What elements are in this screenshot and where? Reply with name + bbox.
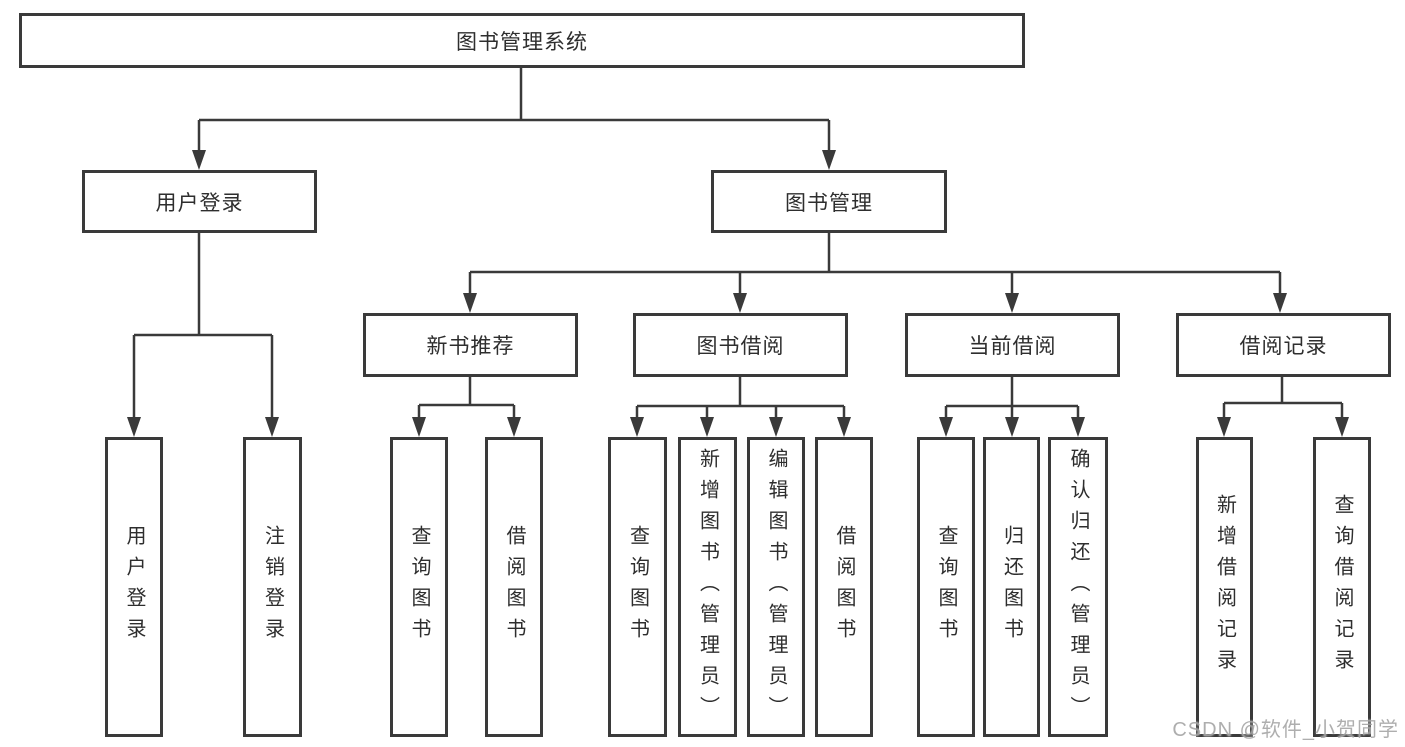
leaf-user-login: 用户登录 (105, 437, 163, 737)
node-user-login: 用户登录 (82, 170, 317, 233)
arrowheads-newbook-leaves (412, 417, 521, 437)
node-label: 图书管理 (785, 191, 873, 215)
leaf-label: 确认归还（管理员） (1067, 447, 1089, 727)
node-book-management: 图书管理 (711, 170, 947, 233)
leaf-add-borrow-record: 新增借阅记录 (1196, 437, 1253, 737)
connectors-userlogin-to-leaves (127, 233, 279, 437)
leaf-add-books-admin: 新增图书（管理员） (678, 437, 737, 737)
node-label: 当前借阅 (968, 335, 1057, 358)
arrowheads-bookborrow-leaves (630, 417, 851, 437)
leaf-query-books-newbook: 查询图书 (390, 437, 448, 737)
leaf-label: 查询图书 (935, 525, 957, 649)
node-label: 图书借阅 (696, 335, 785, 358)
node-label: 借阅记录 (1239, 335, 1328, 358)
node-new-book-recommendation: 新书推荐 (363, 313, 578, 377)
leaf-label: 查询图书 (408, 525, 430, 649)
leaf-label: 用户登录 (123, 525, 145, 649)
leaf-borrow-books-newbook: 借阅图书 (485, 437, 543, 737)
connectors-records-to-leaves (1217, 377, 1349, 437)
leaf-label: 查询图书 (626, 525, 649, 649)
leaf-label: 借阅图书 (503, 525, 525, 649)
node-label: 用户登录 (155, 191, 244, 215)
arrowheads-level2 (192, 150, 836, 170)
leaf-query-borrow-record: 查询借阅记录 (1313, 437, 1371, 737)
leaf-label: 编辑图书（管理员） (765, 447, 787, 727)
csdn-watermark: CSDN @软件_小贺同学 (1172, 719, 1399, 741)
leaf-label: 注销登录 (261, 525, 284, 649)
arrowheads-currentborrow-leaves (939, 417, 1085, 437)
connectors-newbook-to-leaves (412, 377, 521, 437)
leaf-confirm-return-admin: 确认归还（管理员） (1048, 437, 1108, 737)
node-borrowing-records: 借阅记录 (1176, 313, 1391, 377)
leaf-label: 借阅图书 (833, 525, 855, 649)
node-book-borrowing: 图书借阅 (633, 313, 848, 377)
leaf-label: 查询借阅记录 (1331, 494, 1353, 680)
node-current-borrowing: 当前借阅 (905, 313, 1120, 377)
node-label: 新书推荐 (426, 335, 515, 358)
leaf-query-books-current: 查询图书 (917, 437, 975, 737)
node-label: 图书管理系统 (456, 30, 588, 54)
connectors-currentborrow-to-leaves (939, 377, 1085, 437)
arrowheads-records-leaves (1217, 417, 1349, 437)
node-library-management-system: 图书管理系统 (19, 13, 1025, 68)
connectors-root-to-level2 (192, 68, 836, 170)
leaf-label: 归还图书 (1000, 525, 1023, 649)
leaf-query-books-borrowing: 查询图书 (608, 437, 667, 737)
leaf-logout: 注销登录 (243, 437, 302, 737)
leaf-edit-books-admin: 编辑图书（管理员） (747, 437, 805, 737)
leaf-return-books: 归还图书 (983, 437, 1040, 737)
arrowheads-level3 (463, 293, 1287, 313)
leaf-borrow-books-borrowing: 借阅图书 (815, 437, 873, 737)
leaf-label: 新增借阅记录 (1213, 494, 1236, 680)
leaf-label: 新增图书（管理员） (696, 447, 719, 727)
arrowheads-userlogin-leaves (127, 417, 279, 437)
connectors-bookborrow-to-leaves (630, 377, 851, 437)
connectors-bookmgmt-to-level3 (463, 233, 1287, 313)
